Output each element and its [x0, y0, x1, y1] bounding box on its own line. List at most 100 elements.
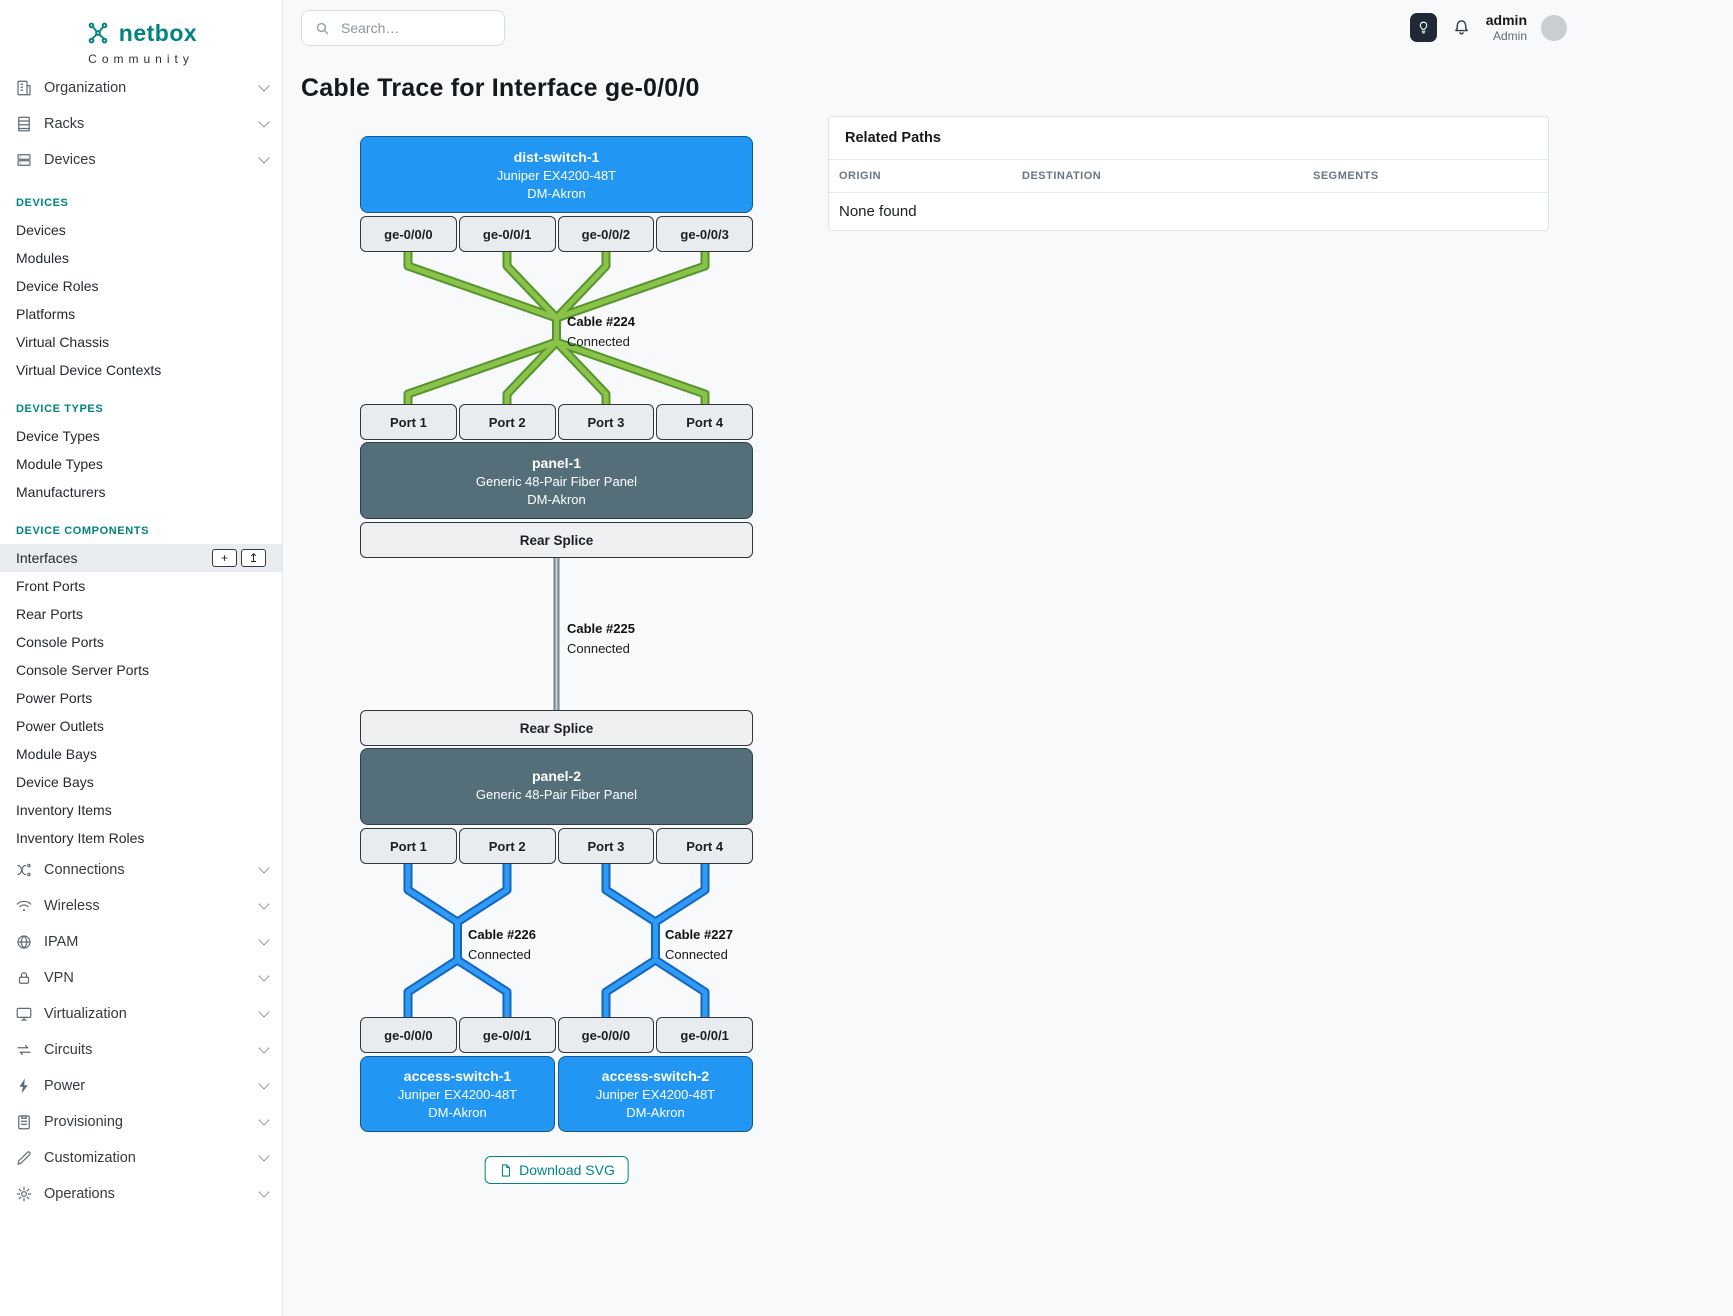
sidebar-item-devices[interactable]: Devices [16, 222, 66, 238]
sidebar-group-wireless[interactable]: Wireless [0, 888, 282, 924]
device-node-panel-1[interactable]: panel-1 Generic 48-Pair Fiber Panel DM-A… [360, 442, 753, 519]
sidebar-item-virtual-chassis[interactable]: Virtual Chassis [16, 334, 110, 350]
interface-box[interactable]: ge-0/0/1 [458, 216, 556, 252]
port-box[interactable]: Port 4 [656, 404, 753, 440]
sidebar-item-inventory-item-roles[interactable]: Inventory Item Roles [16, 830, 145, 846]
import-button[interactable]: ↥ [241, 549, 266, 567]
sidebar-item-console-server-ports[interactable]: Console Server Ports [16, 662, 150, 678]
port-box[interactable]: Port 1 [360, 828, 457, 864]
sidebar-group-racks[interactable]: Racks [0, 106, 282, 142]
sidebar-item-device-roles[interactable]: Device Roles [16, 278, 99, 294]
sidebar-item-power-ports[interactable]: Power Ports [16, 690, 93, 706]
sidebar-item-modules[interactable]: Modules [16, 250, 69, 266]
lightbulb-icon [1419, 21, 1427, 34]
theme-toggle-button[interactable] [1409, 13, 1437, 43]
interface-box[interactable]: ge-0/0/3 [656, 216, 753, 252]
main-content: admin Admin Cable Trace for Interface ge… [283, 0, 1733, 1316]
cable-status: Connected [665, 946, 728, 962]
chevron-down-icon [258, 152, 270, 164]
sidebar-group-provisioning[interactable]: Provisioning [0, 1104, 282, 1140]
port-box[interactable]: Port 1 [360, 404, 457, 440]
sidebar-item-module-bays[interactable]: Module Bays [16, 746, 97, 762]
sidebar-group-operations[interactable]: Operations [0, 1176, 282, 1212]
sidebar-item-power-outlets[interactable]: Power Outlets [16, 718, 104, 734]
sidebar-item-device-types[interactable]: Device Types [16, 428, 100, 444]
interface-box[interactable]: ge-0/0/1 [458, 1017, 556, 1053]
lightning-icon [14, 1076, 34, 1096]
port-box[interactable]: Port 3 [557, 404, 655, 440]
file-icon [501, 1163, 510, 1177]
device-node-panel-2[interactable]: panel-2 Generic 48-Pair Fiber Panel [360, 748, 753, 825]
add-button[interactable]: + [212, 549, 237, 567]
cable-name: Cable #224 [567, 314, 635, 329]
group-label: Devices [44, 152, 96, 168]
device-model: Juniper EX4200-48T [595, 1087, 716, 1102]
sidebar-group-circuits[interactable]: Circuits [0, 1032, 282, 1068]
cable-225-label[interactable]: Cable #225 Connected [567, 619, 635, 658]
port-box[interactable]: Port 2 [458, 828, 556, 864]
sidebar-item-manufacturers[interactable]: Manufacturers [16, 484, 106, 500]
sidebar-item-front-ports[interactable]: Front Ports [16, 578, 86, 594]
user-name: admin [1485, 12, 1527, 28]
user-menu[interactable]: admin Admin [1486, 12, 1527, 43]
sidebar-item-rear-ports[interactable]: Rear Ports [16, 606, 83, 622]
interface-box[interactable]: ge-0/0/0 [557, 1017, 655, 1053]
sidebar: netbox Community Organization Racks Devi… [0, 0, 283, 1316]
sidebar-group-connections[interactable]: Connections [0, 852, 282, 888]
server-icon [14, 150, 34, 170]
interface-box[interactable]: ge-0/0/2 [557, 216, 655, 252]
sidebar-item-module-types[interactable]: Module Types [16, 456, 103, 472]
notifications-button[interactable] [1451, 17, 1472, 38]
chevron-down-icon [258, 862, 270, 874]
sidebar-group-customization[interactable]: Customization [0, 1140, 282, 1176]
device-name: access-switch-2 [601, 1068, 710, 1084]
rear-splice-box-bottom[interactable]: Rear Splice [360, 710, 753, 746]
sidebar-item-console-ports[interactable]: Console Ports [16, 634, 104, 650]
sidebar-group-organization[interactable]: Organization [0, 70, 282, 106]
cable-status: Connected [567, 640, 630, 656]
sidebar-item-interfaces[interactable]: Interfaces + ↥ [0, 544, 282, 572]
group-label: Power [44, 1078, 86, 1094]
avatar[interactable] [1541, 14, 1567, 41]
chevron-down-icon [258, 970, 270, 982]
sidebar-group-power[interactable]: Power [0, 1068, 282, 1104]
group-label: Wireless [44, 898, 100, 914]
group-label: VPN [44, 970, 74, 986]
sidebar-group-devices[interactable]: Devices [0, 142, 282, 178]
search-input[interactable] [339, 19, 479, 37]
interface-box[interactable]: ge-0/0/0 [360, 1017, 457, 1053]
sidebar-item-virtual-device-contexts[interactable]: Virtual Device Contexts [16, 362, 162, 378]
device-node-access-switch-1[interactable]: access-switch-1 Juniper EX4200-48T DM-Ak… [360, 1056, 555, 1132]
chevron-down-icon [258, 1114, 270, 1126]
search-box[interactable] [301, 10, 505, 46]
sidebar-item-platforms[interactable]: Platforms [16, 306, 76, 322]
device-site: DM-Akron [428, 1105, 487, 1120]
device-node-access-switch-2[interactable]: access-switch-2 Juniper EX4200-48T DM-Ak… [558, 1056, 753, 1132]
sidebar-group-vpn[interactable]: VPN [0, 960, 282, 996]
sidebar-item-device-bays[interactable]: Device Bays [16, 774, 94, 790]
netbox-logo[interactable]: netbox [0, 0, 282, 50]
chevron-down-icon [258, 116, 270, 128]
community-label: Community [88, 52, 194, 66]
port-box[interactable]: Port 3 [557, 828, 655, 864]
sidebar-group-ipam[interactable]: IPAM [0, 924, 282, 960]
chevron-down-icon [258, 1006, 270, 1018]
device-name: dist-switch-1 [513, 148, 600, 165]
sidebar-item-inventory-items[interactable]: Inventory Items [16, 802, 112, 818]
interface-box[interactable]: ge-0/0/0 [360, 216, 457, 252]
building-icon [14, 78, 34, 98]
port-box[interactable]: Port 2 [458, 404, 556, 440]
device-site: DM-Akron [626, 1105, 685, 1120]
cable-227-label[interactable]: Cable #227 Connected [665, 925, 733, 964]
sidebar-group-virtualization[interactable]: Virtualization [0, 996, 282, 1032]
interface-box[interactable]: ge-0/0/1 [656, 1017, 753, 1053]
cable-224-label[interactable]: Cable #224 Connected [567, 312, 635, 351]
device-model: Juniper EX4200-48T [397, 1087, 518, 1102]
rear-splice-box-top[interactable]: Rear Splice [360, 522, 753, 558]
port-box[interactable]: Port 4 [656, 828, 753, 864]
cable-name: Cable #226 [468, 927, 536, 942]
download-svg-button[interactable]: Download SVG [484, 1156, 629, 1184]
cable-226-label[interactable]: Cable #226 Connected [468, 925, 536, 964]
chevron-down-icon [258, 1186, 270, 1198]
device-node-dist-switch-1[interactable]: dist-switch-1 Juniper EX4200-48T DM-Akro… [360, 136, 753, 213]
